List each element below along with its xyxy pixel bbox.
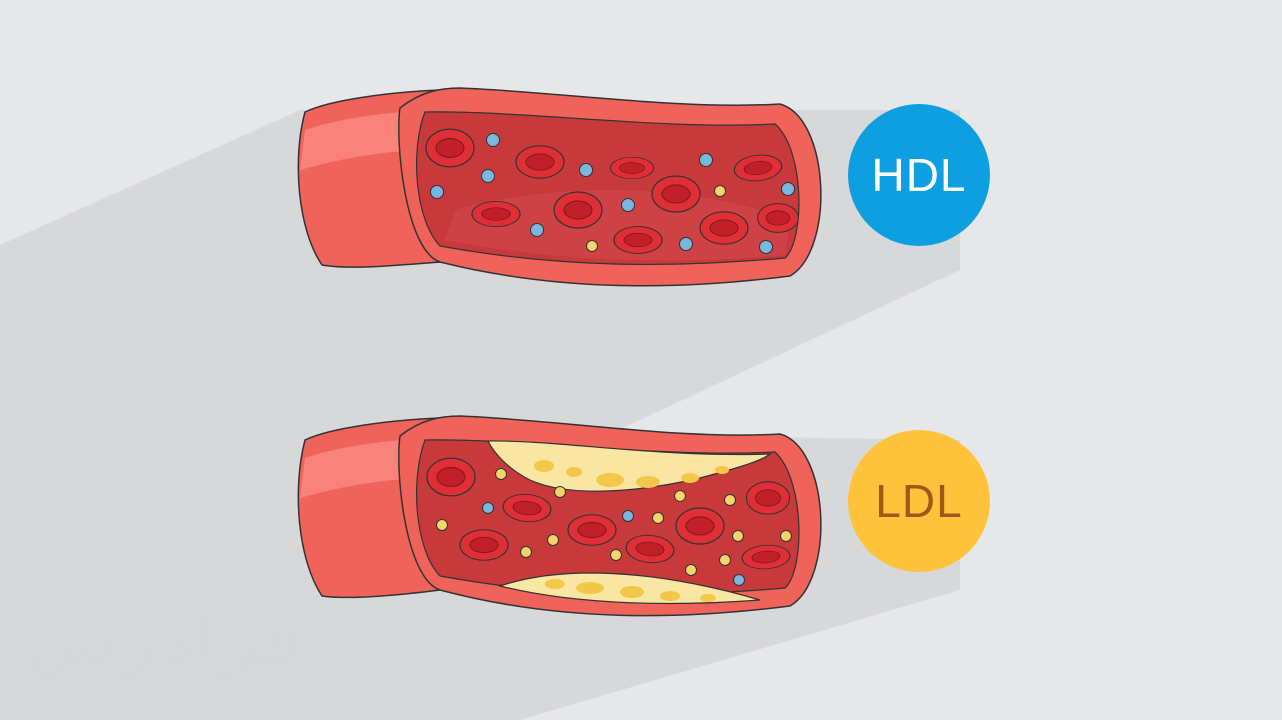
hdl-blood-vessel-icon — [297, 87, 822, 287]
ldl-badge: LDL — [848, 430, 990, 572]
cholesterol-particle-icon — [430, 133, 795, 254]
hdl-label: HDL — [871, 149, 967, 201]
watermark-logo: فرادرس — [22, 598, 309, 680]
plaque-icon — [487, 440, 772, 605]
hdl-badge: HDL — [848, 104, 990, 246]
ldl-label: LDL — [875, 475, 963, 527]
cholesterol-particle-icon — [436, 468, 792, 586]
